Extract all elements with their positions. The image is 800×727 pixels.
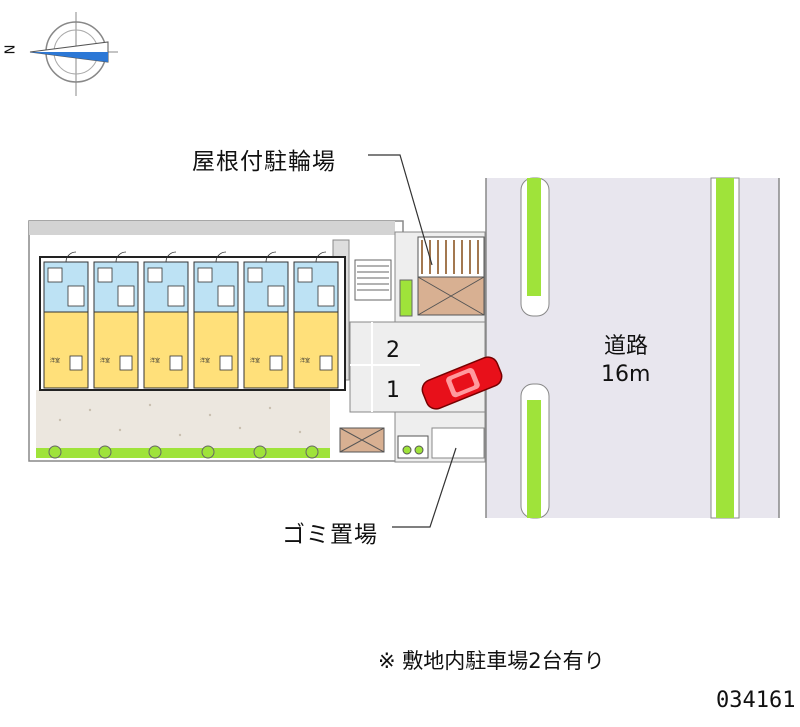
garbage-area: [339, 427, 485, 459]
road-width: 16m: [601, 362, 651, 387]
unit-group: 洋室 洋室 洋室 洋室 洋室 洋室: [43, 251, 339, 389]
callout-leaders: [368, 154, 457, 528]
compass-rose-icon: [29, 12, 118, 96]
label-bike-parking: 屋根付駐輪場: [192, 149, 336, 175]
listing-code: 034161: [716, 688, 796, 713]
label-garbage: ゴミ置場: [282, 522, 378, 548]
covered-bike-parking: [399, 236, 485, 317]
parking-note: ※ 敷地内駐車場2台有り: [378, 649, 605, 673]
road: [485, 177, 780, 519]
apartment-unit: 洋室: [93, 251, 139, 389]
apartment-unit: 洋室: [143, 251, 189, 389]
apartment-unit: 洋室: [293, 251, 339, 389]
unit-room-label: 洋室: [150, 357, 160, 364]
unit-room-label: 洋室: [50, 357, 60, 364]
apartment-unit: 洋室: [243, 251, 289, 389]
parking-space-1: 1: [386, 378, 400, 403]
car-icon: [421, 356, 503, 410]
unit-room-label: 洋室: [200, 357, 210, 364]
unit-room-label: 洋室: [300, 357, 310, 364]
apartment-unit: 洋室: [193, 251, 239, 389]
apartment-unit: 洋室: [43, 251, 89, 389]
unit-room-label: 洋室: [100, 357, 110, 364]
road-name: 道路: [604, 334, 649, 359]
parking-space-2: 2: [386, 338, 400, 363]
compass-north-label: N: [3, 44, 19, 55]
unit-room-label: 洋室: [250, 357, 260, 364]
